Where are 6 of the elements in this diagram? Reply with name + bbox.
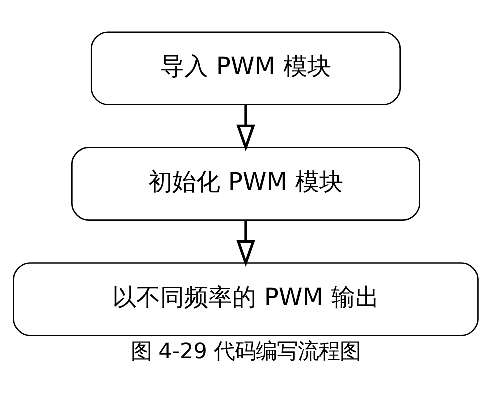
arrow bbox=[236, 220, 256, 268]
node-box: 导入 PWM 模块 bbox=[90, 32, 402, 106]
node-box: 以不同频率的 PWM 输出 bbox=[13, 262, 479, 336]
node-box: 初始化 PWM 模块 bbox=[72, 147, 420, 221]
arrow bbox=[236, 105, 256, 152]
caption: 图 4-29 代码编写流程图 bbox=[130, 339, 362, 364]
